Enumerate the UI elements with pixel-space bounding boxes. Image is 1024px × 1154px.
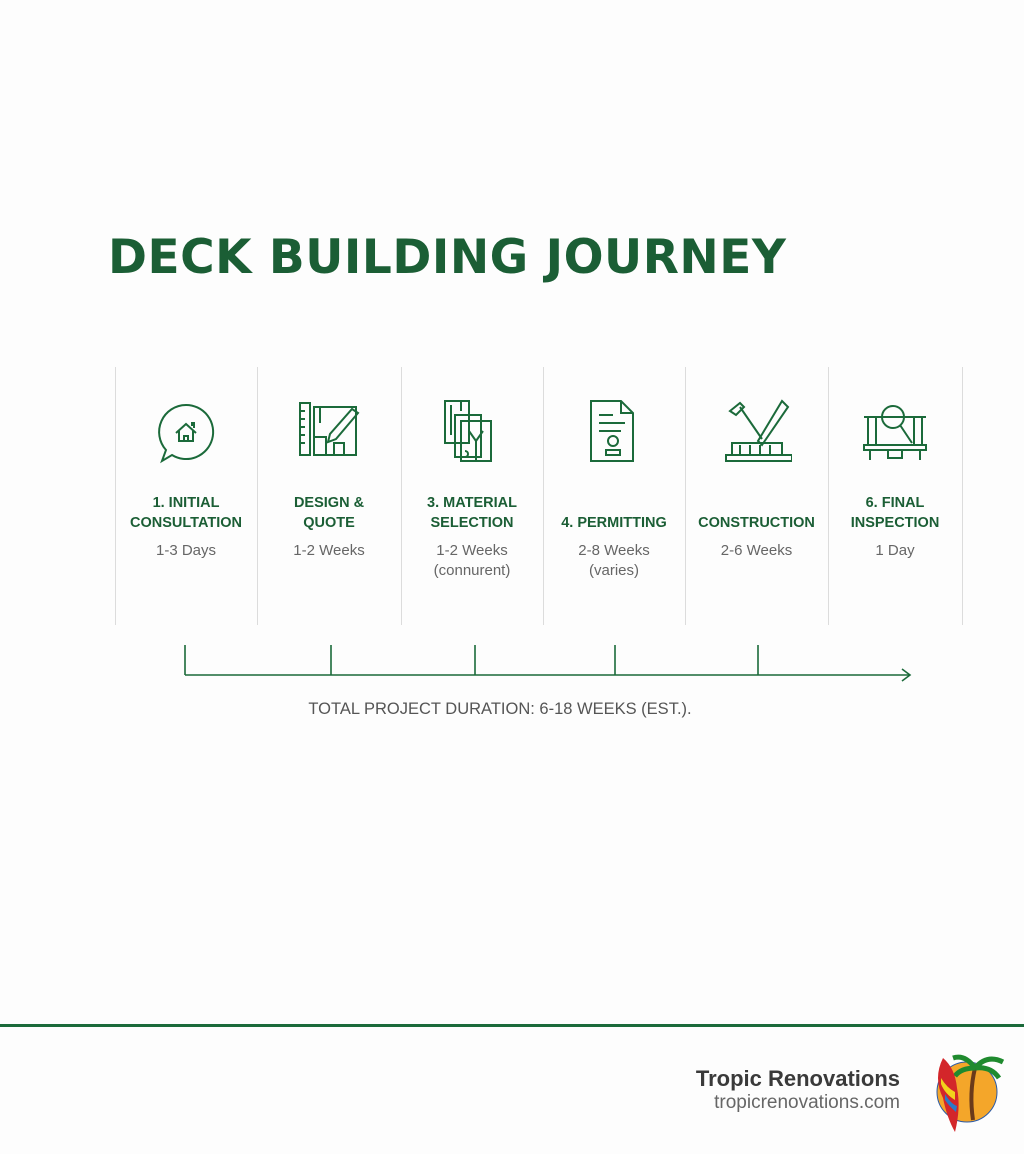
column-divider xyxy=(401,367,402,625)
wood-samples-icon xyxy=(444,400,492,462)
brand-url[interactable]: tropicrenovations.com xyxy=(714,1092,900,1113)
step-duration: 1 Day xyxy=(828,541,962,561)
step-title: 4. PERMITTING xyxy=(543,493,685,533)
column-divider xyxy=(685,367,686,625)
step-duration-text: 2-6 Weeks xyxy=(720,542,793,559)
step-duration-text: 2-8 Weeks (varies) xyxy=(578,542,650,579)
step-duration-text: 1-2 Weeks (connurent) xyxy=(433,542,511,579)
timeline-arrow xyxy=(901,668,912,682)
step-title-text: 6. FINAL INSPECTION xyxy=(850,495,940,531)
step-duration: 2-6 Weeks xyxy=(685,541,828,561)
step-6: 6. FINAL INSPECTION 1 Day xyxy=(828,367,962,625)
step-duration-text: 1-2 Weeks xyxy=(293,542,365,559)
step-title: 3. MATERIAL SELECTION xyxy=(401,493,543,533)
brand-name: Tropic Renovations xyxy=(695,1066,900,1091)
step-title-text: 4. PERMITTING xyxy=(561,515,667,531)
step-title-text: 1. INITIAL CONSULTATION xyxy=(130,495,242,531)
step-title-text: DESIGN & QUOTE xyxy=(293,495,365,531)
step-2: DESIGN & QUOTE 1-2 Weeks xyxy=(257,367,401,625)
column-divider xyxy=(962,367,963,625)
step-duration: 2-8 Weeks (varies) xyxy=(543,541,685,581)
column-divider xyxy=(543,367,544,625)
step-title: 1. INITIAL CONSULTATION xyxy=(115,493,257,533)
step-5: CONSTRUCTION 2-6 Weeks xyxy=(685,367,828,625)
step-title: 6. FINAL INSPECTION xyxy=(828,493,962,533)
footer-divider xyxy=(0,1024,1024,1027)
chat-house-icon xyxy=(158,403,215,464)
column-divider xyxy=(257,367,258,625)
deck-magnifier-icon xyxy=(863,405,927,460)
page-title: DECK BUILDING JOURNEY xyxy=(108,230,787,285)
step-duration: 1-3 Days xyxy=(115,541,257,561)
step-4: 4. PERMITTING 2-8 Weeks (varies) xyxy=(543,367,685,625)
hammer-saw-icon xyxy=(724,399,792,462)
step-title: CONSTRUCTION xyxy=(685,493,828,533)
column-divider xyxy=(115,367,116,625)
footer-brand: Tropic Renovations tropicrenovations.com xyxy=(696,1066,900,1114)
step-3: 3. MATERIAL SELECTION 1-2 Weeks (connure… xyxy=(401,367,543,625)
tropic-renovations-logo xyxy=(936,1054,1005,1132)
step-duration-text: 1 Day xyxy=(875,542,915,559)
total-duration: TOTAL PROJECT DURATION: 6-18 WEEKS (EST.… xyxy=(308,700,692,718)
step-title-text: 3. MATERIAL SELECTION xyxy=(427,495,517,531)
ruler-pencil-icon xyxy=(299,402,360,456)
step-duration: 1-2 Weeks xyxy=(257,541,401,561)
step-duration: 1-2 Weeks (connurent) xyxy=(401,541,543,581)
column-divider xyxy=(828,367,829,625)
step-duration-text: 1-3 Days xyxy=(155,542,217,559)
permit-document-icon xyxy=(590,400,634,462)
step-1: 1. INITIAL CONSULTATION 1-3 Days xyxy=(115,367,257,625)
step-title: DESIGN & QUOTE xyxy=(257,493,401,533)
step-title-text: CONSTRUCTION xyxy=(698,515,815,531)
